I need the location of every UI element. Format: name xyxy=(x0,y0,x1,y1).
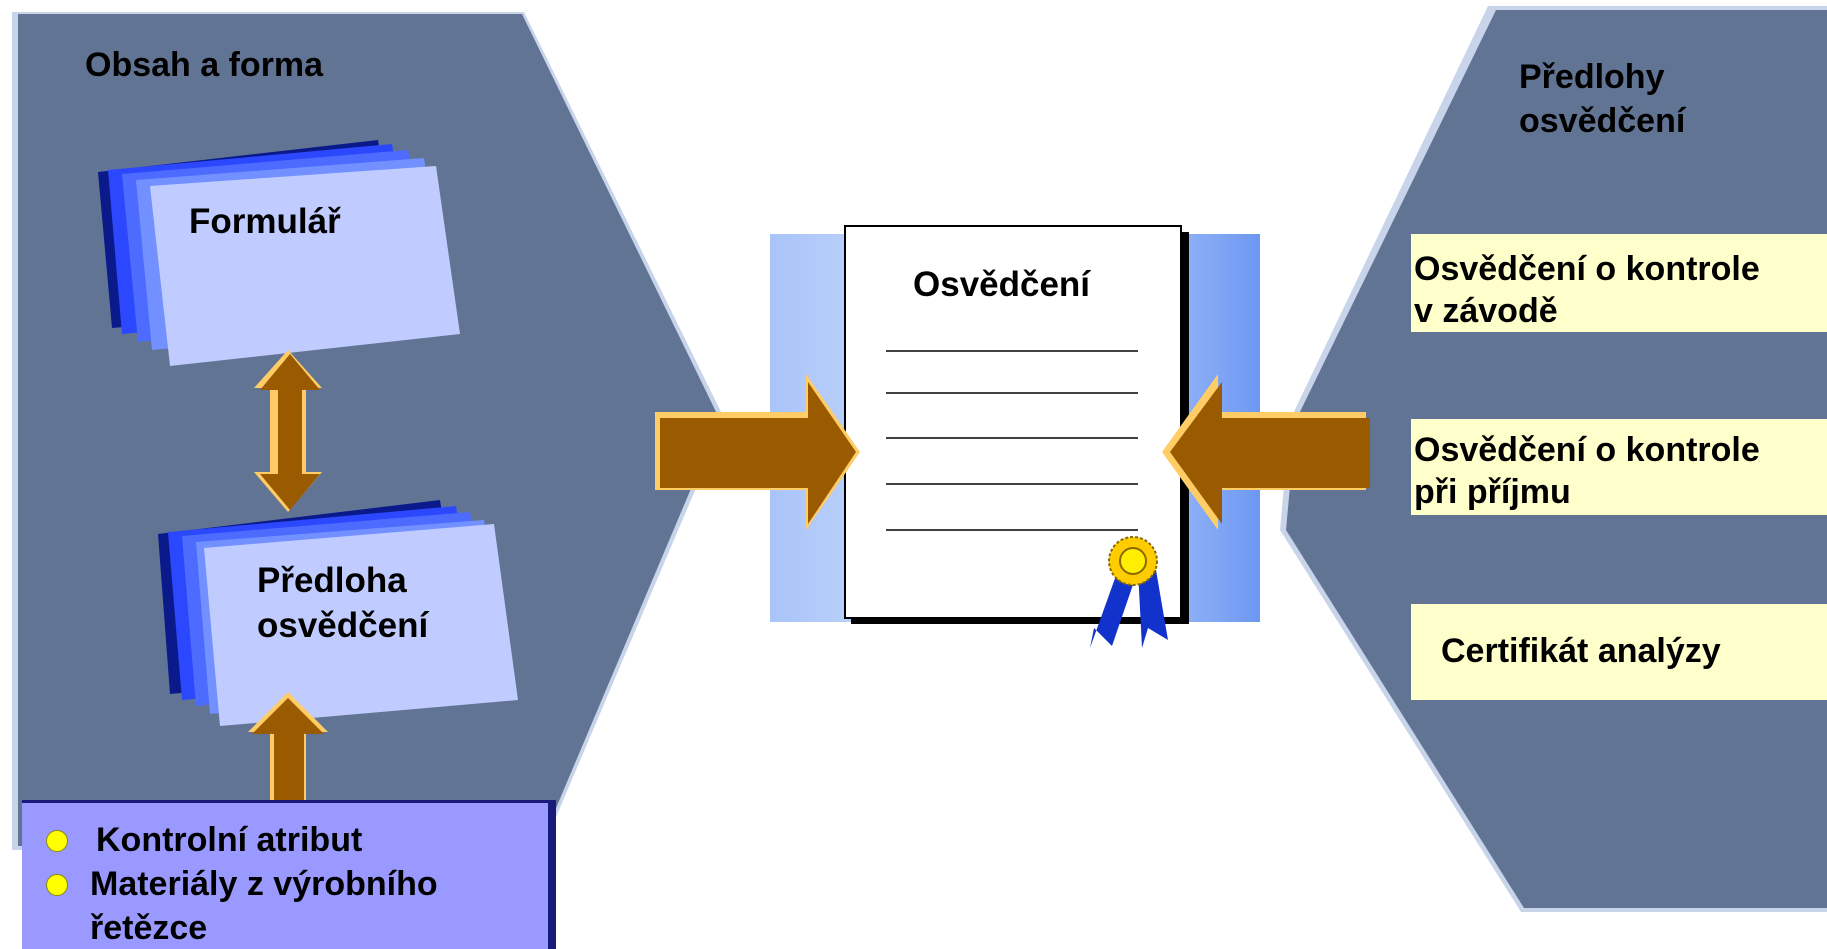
form-card xyxy=(150,166,460,366)
template-card-label-line2: osvědčení xyxy=(257,606,429,645)
bullet-icon xyxy=(46,830,68,852)
certificate-template-item: Osvědčení o kontrole v závodě xyxy=(1411,234,1827,332)
template-card-stack xyxy=(158,500,518,726)
right-arrow-icon xyxy=(655,374,860,530)
up-arrow-icon xyxy=(248,692,328,802)
left-panel-title: Obsah a forma xyxy=(85,46,324,84)
form-card-stack xyxy=(98,140,460,366)
template-card xyxy=(204,524,518,726)
left-arrow-icon xyxy=(1162,374,1370,530)
list-item: Materiály z výrobního xyxy=(46,863,438,905)
form-card-label: Formulář xyxy=(189,202,341,241)
attribute-list-box: Kontrolní atribut Materiály z výrobního … xyxy=(22,800,556,949)
right-panel-title-line2: osvědčení xyxy=(1519,102,1686,140)
bullet-icon xyxy=(46,874,68,896)
list-item: Kontrolní atribut xyxy=(46,819,362,861)
document-lines xyxy=(886,350,1138,531)
right-panel-title-line1: Předlohy xyxy=(1519,58,1665,96)
left-panel xyxy=(18,14,720,846)
award-seal-icon xyxy=(1090,536,1168,648)
certificate-template-item: Certifikát analýzy xyxy=(1411,604,1827,700)
template-card-label-line1: Předloha xyxy=(257,561,407,600)
list-item-continuation: řetězce xyxy=(90,909,208,947)
double-arrow-icon xyxy=(254,350,322,512)
certificate-template-item: Osvědčení o kontrole při příjmu xyxy=(1411,419,1827,515)
document-title: Osvědčení xyxy=(913,265,1091,304)
